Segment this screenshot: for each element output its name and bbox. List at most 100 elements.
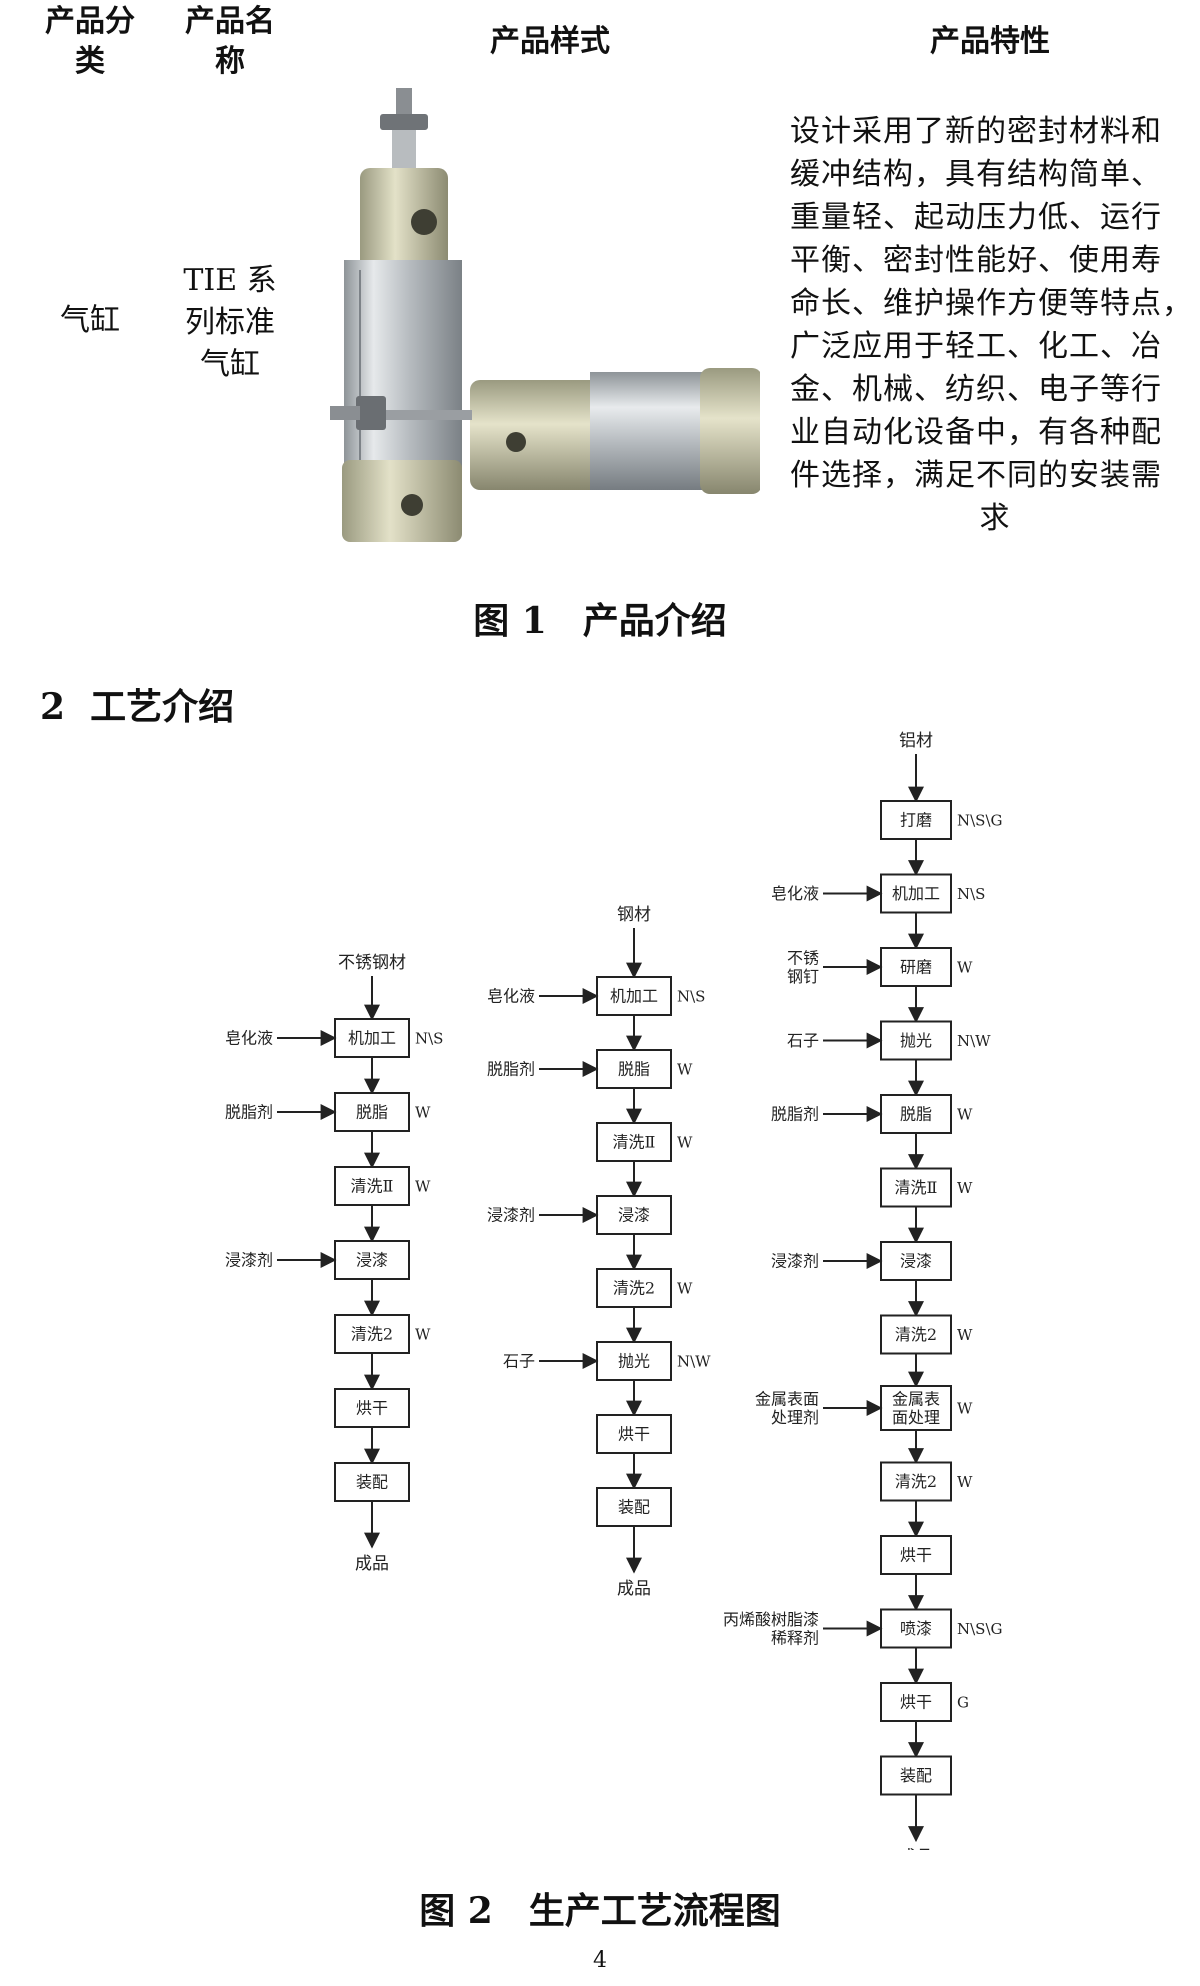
flow-output-label: N\W <box>957 1032 991 1050</box>
flow-step-label: 清洗2 <box>895 1472 937 1491</box>
description-line: 广泛应用于轻工、化工、冶 <box>790 329 1162 364</box>
flow-input-label: 脱脂剂 <box>771 1105 819 1124</box>
flow-output-label: W <box>957 1473 973 1491</box>
flow-input-label: 石子 <box>503 1352 535 1371</box>
description-line: 件选择，满足不同的安装需 <box>790 458 1162 493</box>
flow-step-label: 装配 <box>618 1498 650 1517</box>
flow-output-label: W <box>677 1279 693 1297</box>
flow-step-box <box>596 1487 672 1527</box>
flow-step-box <box>880 1755 952 1796</box>
section-title: 2 工艺介绍 <box>40 686 235 728</box>
description-line: 业自动化设备中，有各种配 <box>790 415 1162 450</box>
page-number: 4 <box>593 1948 607 1973</box>
flow-step-box <box>880 1167 952 1208</box>
flow-step-box <box>880 1535 952 1575</box>
flow-input-label: 皂化液 <box>771 884 819 903</box>
flow-input-label: 皂化液 <box>487 987 535 1006</box>
flow-step-label: 装配 <box>900 1766 932 1785</box>
flow-step-label: 烘干 <box>900 1693 932 1712</box>
flow-output-label: G <box>957 1693 969 1711</box>
flow-step-box <box>334 1462 410 1502</box>
flow-start-label: 钢材 <box>617 905 651 925</box>
description-line: 平衡、密封性能好、使用寿 <box>790 243 1162 278</box>
flow-step-label: 脱脂 <box>618 1060 650 1079</box>
description-line: 重量轻、起动压力低、运行 <box>790 200 1162 235</box>
flow-step-label: 清洗Ⅱ <box>351 1177 394 1196</box>
flow-output-label: N\S <box>415 1029 443 1047</box>
flow-input-label: 丙烯酸树脂漆稀释剂 <box>723 1610 819 1647</box>
flow-output-label: W <box>677 1060 693 1078</box>
flow-output-label: W <box>957 1399 973 1417</box>
description-line: 设计采用了新的密封材料和 <box>790 114 1162 149</box>
flow-step-label: 研磨 <box>900 958 932 977</box>
pneumatic-cylinder-image <box>330 88 760 542</box>
flow-step-box <box>334 1314 410 1354</box>
flow-input-label: 浸漆剂 <box>225 1251 273 1270</box>
flow-input-label: 浸漆剂 <box>771 1252 819 1271</box>
flow-output-label: W <box>957 958 973 976</box>
header-name: 产品名 称 <box>185 4 275 79</box>
flow-input-label: 脱脂剂 <box>225 1103 273 1122</box>
flow-output-label: W <box>957 1326 973 1344</box>
flow-step-box <box>880 800 952 840</box>
flow-output-label: W <box>957 1179 973 1197</box>
flow-step-label: 脱脂 <box>900 1105 932 1124</box>
flow-step-label: 金属表面处理 <box>892 1389 940 1426</box>
flow-step-label: 机加工 <box>892 884 940 903</box>
flow-step-label: 浸漆 <box>618 1206 650 1225</box>
flow-step-label: 浸漆 <box>900 1252 932 1271</box>
flow-input-label: 金属表面处理剂 <box>755 1389 819 1426</box>
flow-step-box <box>596 1195 672 1235</box>
flow-step-box <box>880 1241 952 1281</box>
description-line: 缓冲结构，具有结构简单、 <box>790 157 1162 192</box>
flow-step-box <box>596 976 672 1016</box>
flow-step-label: 浸漆 <box>356 1251 388 1270</box>
flow-step-label: 机加工 <box>610 987 658 1006</box>
flow-step-box <box>596 1414 672 1454</box>
flow-input-label: 浸漆剂 <box>487 1206 535 1225</box>
flow-input-label: 脱脂剂 <box>487 1060 535 1079</box>
flow-output-label: W <box>415 1325 431 1343</box>
flow-input-label: 石子 <box>787 1031 819 1050</box>
flow-step-box <box>334 1166 410 1206</box>
product-category: 气缸 <box>60 303 120 338</box>
flow-step-label: 脱脂 <box>356 1103 388 1122</box>
flow-output-label: W <box>415 1103 431 1121</box>
flow-step-label: 清洗2 <box>895 1325 937 1344</box>
flow-step-label: 烘干 <box>900 1546 932 1565</box>
flow-end-label: 成品 <box>617 1579 651 1599</box>
flow-input-label: 不锈钢钉 <box>787 948 819 985</box>
flow-output-label: W <box>677 1133 693 1151</box>
flow-output-label: W <box>415 1177 431 1195</box>
flow-step-label: 抛光 <box>618 1352 650 1371</box>
product-name: TIE 系 列标准 气缸 <box>183 263 277 382</box>
flow-step-label: 清洗2 <box>351 1325 393 1344</box>
product-description: 设计采用了新的密封材料和 缓冲结构，具有结构简单、 重量轻、起动压力低、运行 平… <box>790 110 1200 540</box>
flow-step-box <box>596 1122 672 1162</box>
flow-step-label: 抛光 <box>900 1031 932 1050</box>
description-line: 金、机械、纺织、电子等行 <box>790 372 1162 407</box>
flow-step-label: 机加工 <box>348 1029 396 1048</box>
figure2-caption: 图 2 生产工艺流程图 <box>419 1890 781 1932</box>
flow-step-box <box>596 1049 672 1089</box>
description-line: 命长、维护操作方便等特点， <box>790 286 1193 321</box>
flow-step-label: 清洗2 <box>613 1279 655 1298</box>
header-feature: 产品特性 <box>930 24 1050 59</box>
flow-output-label: N\S <box>677 987 705 1005</box>
flow-step-label: 清洗Ⅱ <box>613 1133 656 1152</box>
flow-output-label: N\S\G <box>957 811 1003 829</box>
flow-end-label: 成品 <box>899 1847 933 1850</box>
flow-step-label: 装配 <box>356 1473 388 1492</box>
flow-step-label: 烘干 <box>356 1399 388 1418</box>
flow-step-box <box>880 1682 952 1722</box>
flow-step-label: 喷漆 <box>900 1619 932 1638</box>
figure1-caption: 图 1 产品介绍 <box>473 600 727 642</box>
header-style: 产品样式 <box>490 24 610 59</box>
description-line: 求 <box>979 501 1011 536</box>
flow-input-label: 皂化液 <box>225 1029 273 1048</box>
flow-output-label: W <box>957 1105 973 1123</box>
flow-step-box <box>334 1240 410 1280</box>
flow-end-label: 成品 <box>355 1554 389 1574</box>
flow-step-box <box>596 1341 672 1381</box>
